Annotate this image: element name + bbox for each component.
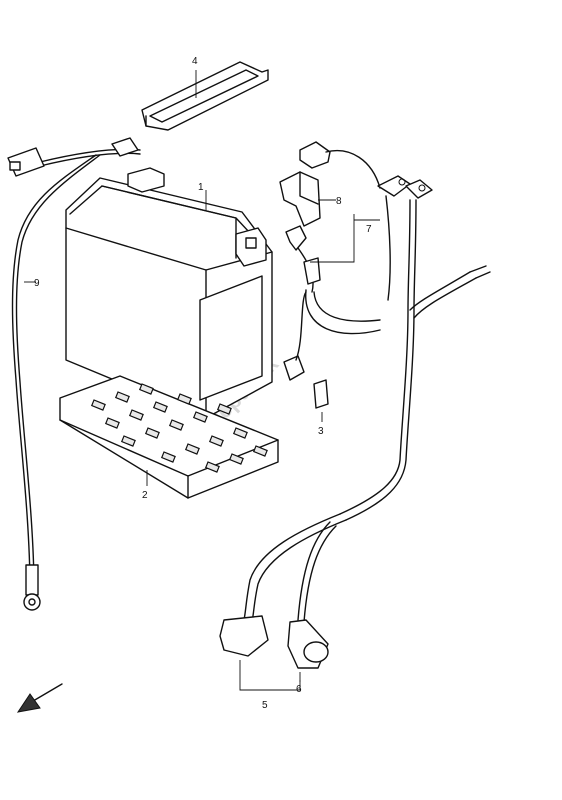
callout-4: 4: [192, 56, 198, 67]
callout-9: 9: [34, 278, 40, 289]
negative-cable: [7, 137, 141, 611]
callout-8: 8: [336, 196, 342, 207]
callout-3: 3: [318, 426, 324, 437]
positive-cable: [283, 141, 411, 381]
battery-tray: [59, 375, 279, 499]
battery: [65, 167, 273, 419]
battery-cap-5: [219, 615, 269, 657]
battery-cap-6: [287, 619, 329, 669]
main-harness: [243, 179, 491, 623]
callout-7: 7: [366, 224, 372, 235]
callout-6: 6: [296, 684, 302, 695]
callout-2: 2: [142, 490, 148, 501]
callout-1: 1: [198, 182, 204, 193]
terminal-cover: [279, 171, 321, 227]
front-arrow: [16, 683, 63, 713]
fuse: [313, 379, 329, 409]
callout-5: 5: [262, 700, 268, 711]
callout-leaders: [24, 70, 380, 691]
battery-band: [141, 61, 269, 131]
